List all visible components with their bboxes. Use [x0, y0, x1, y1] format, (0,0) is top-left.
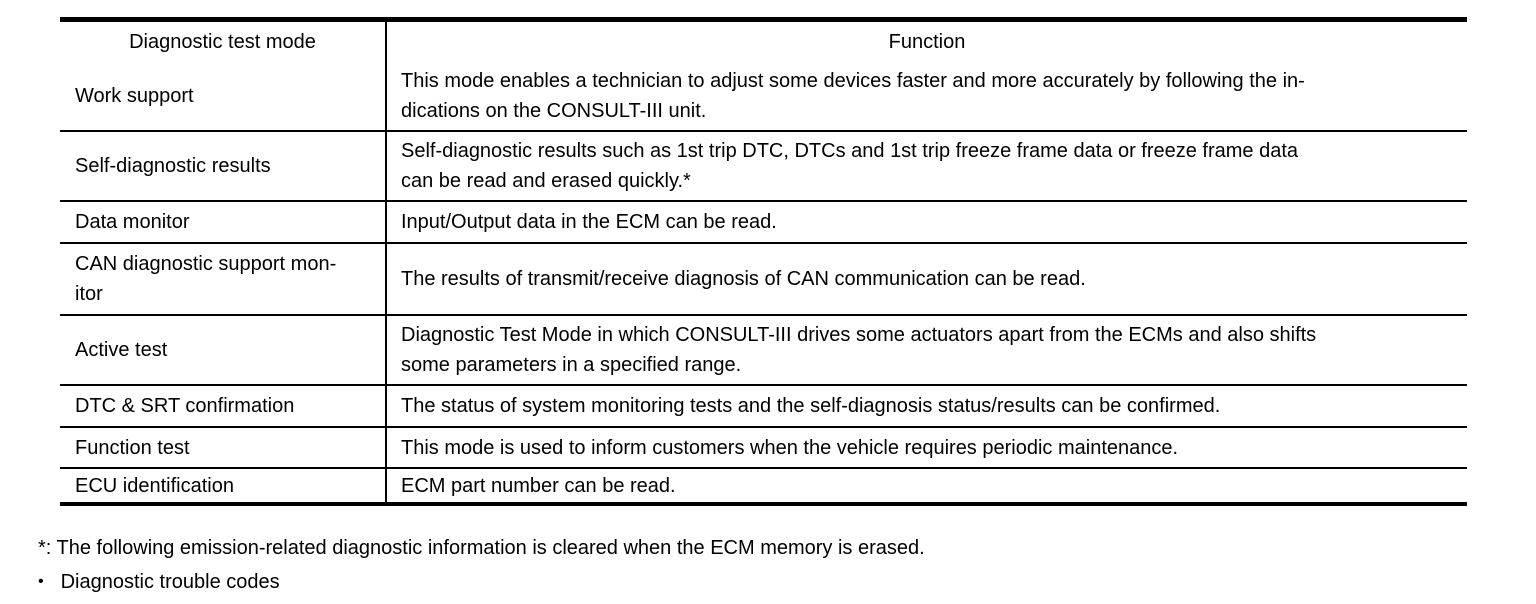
table-row-can-diagnostic-support-monitor: CAN diagnostic support mon- itor The res…: [60, 243, 1467, 315]
function-cell: Self-diagnostic results such as 1st trip…: [401, 140, 1299, 192]
function-cell: The status of system monitoring tests an…: [401, 395, 1221, 417]
mode-cell: ECU identification: [60, 468, 387, 504]
bullet-item-label: Diagnostic trouble codes: [60, 571, 280, 593]
function-cell: The results of transmit/receive diagnosi…: [401, 268, 1086, 290]
function-cell: This mode is used to inform customers wh…: [401, 436, 1179, 459]
table-header-row: Diagnostic test mode Function: [60, 19, 1467, 61]
function-cell: This mode enables a technician to adjust…: [401, 69, 1305, 122]
function-cell: Diagnostic Test Mode in which CONSULT-II…: [401, 324, 1317, 376]
mode-cell: Active test: [60, 315, 387, 385]
function-cell: ECM part number can be read.: [401, 474, 676, 497]
column-header-diagnostic-test-mode: Diagnostic test mode: [60, 19, 387, 61]
table-row-active-test: Active test Diagnostic Test Mode in whic…: [60, 315, 1467, 385]
table-row-ecu-identification: ECU identification ECM part number can b…: [60, 468, 1467, 504]
mode-cell: Work support: [60, 61, 387, 131]
mode-cell: Self-diagnostic results: [60, 131, 387, 201]
table-row-data-monitor: Data monitor Input/Output data in the EC…: [60, 201, 1467, 243]
function-cell: Input/Output data in the ECM can be read…: [401, 211, 777, 233]
mode-cell: Data monitor: [60, 201, 387, 243]
table-row-dtc-srt-confirmation: DTC & SRT confirmation The status of sys…: [60, 385, 1467, 427]
mode-cell: CAN diagnostic support mon- itor: [60, 243, 387, 315]
table-row-self-diagnostic-results: Self-diagnostic results Self-diagnostic …: [60, 131, 1467, 201]
bullet-icon: •: [38, 573, 44, 590]
mode-cell: Function test: [60, 427, 387, 468]
table-row-work-support: Work support This mode enables a technic…: [60, 61, 1467, 131]
mode-cell: DTC & SRT confirmation: [60, 385, 387, 427]
bullet-list-item: • Diagnostic trouble codes: [38, 570, 280, 594]
diagnostic-test-mode-table: Diagnostic test mode Function Work suppo…: [60, 17, 1467, 506]
footnote-asterisk-note: *: The following emission-related diagno…: [38, 537, 925, 559]
table-row-function-test: Function test This mode is used to infor…: [60, 427, 1467, 468]
column-header-function: Function: [888, 30, 966, 53]
